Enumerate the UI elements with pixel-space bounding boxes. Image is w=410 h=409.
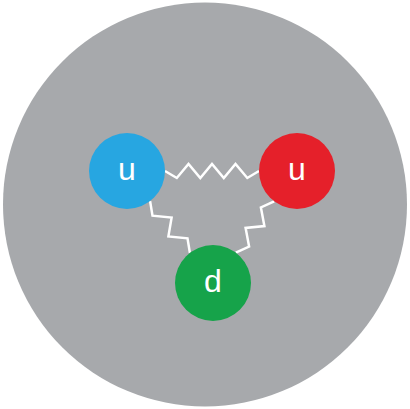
- quark-label: u: [118, 153, 136, 185]
- quark-circle: u: [259, 133, 335, 209]
- gluon-line: [165, 164, 259, 178]
- quark-circle: d: [175, 245, 251, 321]
- quark-label: d: [204, 265, 222, 297]
- gluon-line: [150, 201, 190, 253]
- quark-circle: u: [89, 133, 165, 209]
- proton-disc: [3, 3, 407, 407]
- gluon-line: [236, 201, 274, 252]
- quark-label: u: [288, 153, 306, 185]
